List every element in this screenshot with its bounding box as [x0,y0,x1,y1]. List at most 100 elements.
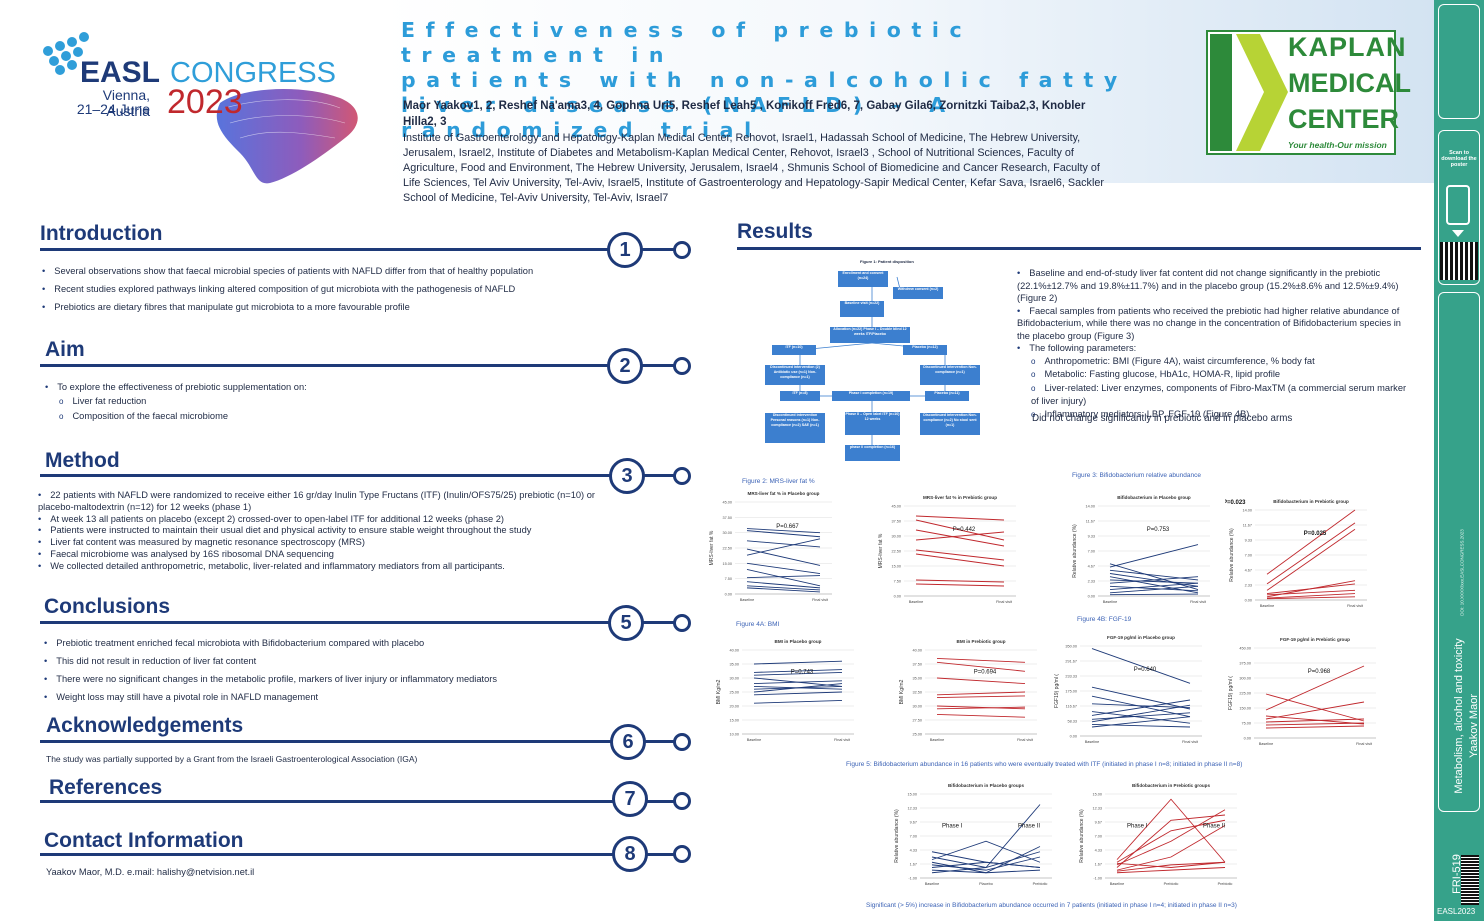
x-tick-label: Baseline [747,738,762,742]
tick-label: 58.33 [1067,720,1077,724]
sidebar: Scan to download the poster Metabolism, … [1434,0,1484,921]
rule-dot [673,792,691,810]
flow-box: Withdrew consent (n=2) [893,287,943,299]
chart-title: Bifidobacterium in Placebo group [1117,495,1191,500]
list-item: At week 13 all patients on placebo (exce… [38,514,618,526]
chart-title: Bifidobacterium in Prebiotic group [1273,499,1349,504]
tick-label: 7.00 [1245,554,1252,558]
tick-label: 45.00 [891,505,901,509]
chart-bifido-placebo: Bifidobacterium in Placebo group 0.00 2.33… [1072,495,1210,604]
tick-label: 15.00 [907,793,917,797]
tick-label: 30.00 [912,705,922,709]
tick-label: 32.50 [912,691,922,695]
list-item: Anthropometric: BMI (Figure 4A), waist c… [1017,355,1412,369]
flow-box: Phase II – Open label ITF (n=10) 12 week… [845,412,900,435]
tick-label: 0.00 [725,593,732,597]
tick-label: 0.00 [1070,735,1077,739]
tick-label: 116.67 [1066,705,1077,709]
section-number-8: 8 [612,836,648,872]
tick-label: 7.00 [910,835,917,839]
results-tail: Did not change significantly in prebioti… [1032,413,1293,424]
list-item: Metabolic: Fasting glucose, HbA1c, HOMA-… [1017,368,1412,382]
p-value-label: P=0.023 [1225,500,1246,506]
flow-box: Placebo (n=11) [925,391,969,401]
title-line-1: Effectiveness of prebiotic treatment in [401,18,973,67]
list-item: Baseline and end-of-study liver fat cont… [1017,267,1412,305]
series-line [746,585,821,591]
series-line [915,515,1005,521]
tick-label: 1.67 [1095,863,1102,867]
city: Vienna, Austria [102,87,150,119]
kaplan-line2: MEDICAL [1288,68,1411,98]
x-tick-label: Final visit [1182,740,1199,744]
chart-bmi-placebo: BMI in Placebo group10.0015.0020.0025.00… [716,639,854,742]
tick-label: 4.67 [1088,565,1095,569]
tick-label: 7.00 [1095,835,1102,839]
series-line [1116,861,1226,868]
contact-text[interactable]: Yaakov Maor, M.D. e.mail: halishy@netvis… [46,867,255,877]
tick-label: 0.00 [1244,737,1251,741]
chart-title: BMI in Placebo group [775,639,822,644]
series-line [1265,693,1365,722]
series-line [753,680,843,685]
series-line [746,530,821,538]
easl-logo-graphic [43,32,358,184]
list-item: Faecal microbiome was analysed by 16S ri… [38,549,618,561]
kaplan-tagline: Your health-Our mission [1288,140,1387,150]
tick-label: 37.50 [891,520,901,524]
doi-text: DOI: 10.XXXX/xxx.EASLCONGRESS.2023 [1459,529,1465,616]
tick-label: 9.33 [1245,539,1252,543]
phase-label: Phase I [942,824,963,830]
chart-title: MRS-liver fat % in Placebo group [748,491,820,496]
phase-label: Phase II [1018,824,1040,830]
flow-box: ITF (n=8) [780,391,820,401]
rule-dot [673,467,691,485]
list-item: Faecal samples from patients who receive… [1017,305,1412,343]
tick-label: 25.00 [729,691,739,695]
chart-fig5-placebo: Bifidobacterium in Placebo groups-1.001.… [894,783,1052,886]
series-line [936,713,1026,718]
intro-list: Several observations show that faecal mi… [42,262,602,316]
tick-label: 14.00 [1242,509,1252,513]
chart-bifido-prebiotic: Bifidobacterium in Prebiotic group0.002.… [1225,499,1367,608]
chart-title: BMI in Prebiotic group [957,639,1006,644]
figure-4b-caption: Figure 4B: FGF-19 [1077,616,1132,623]
conclusions-title: Conclusions [44,595,171,618]
list-item: Liver fat content was measured by magnet… [38,537,618,549]
series-line [1116,867,1226,874]
x-tick-label: Final visit [1347,604,1364,608]
dates: 21–24 June [76,101,150,117]
intro-rule [40,248,680,251]
series-line [936,706,1026,710]
tick-label: 300.00 [1239,677,1251,681]
kaplan-frame [1206,30,1396,155]
tick-label: 0.00 [1088,595,1095,599]
series-line [936,677,1026,685]
figure-3-caption: Figure 3: Bifidobacterium relative abund… [1072,472,1201,479]
series-line [746,540,821,548]
kaplan-k-icon [1210,34,1288,151]
tick-label: 450.00 [1239,647,1251,651]
title-line-3: liver disease (NAFLD) – A randomized tri… [401,93,956,142]
x-tick-label: Final visit [834,738,851,742]
tick-label: 2.33 [1088,580,1095,584]
tick-label: -1.00 [1093,877,1102,881]
series-line [1109,585,1199,594]
x-tick-label: Baseline [909,600,924,604]
p-value-label: P=0.694 [974,670,997,676]
qr-code-icon[interactable] [1440,242,1478,280]
x-tick-label: Baseline [925,882,940,886]
flow-box: Discontinued intervention Non-compliance… [920,365,980,385]
y-axis-label: BMI Kg/m2 [899,679,905,704]
p-value-label: P=0.667 [776,524,799,530]
scan-text: Scan to download the poster [1441,150,1477,168]
tick-label: 350.00 [1065,645,1077,649]
series-line [936,691,1026,696]
ack-text: The study was partially supported by a G… [46,754,418,764]
x-tick-label: Placebo [979,882,993,886]
tick-label: 35.00 [729,663,739,667]
series-line [1091,711,1191,724]
series-line [1266,593,1356,599]
tick-label: 7.50 [725,577,732,581]
tick-label: 11.67 [1243,524,1252,528]
